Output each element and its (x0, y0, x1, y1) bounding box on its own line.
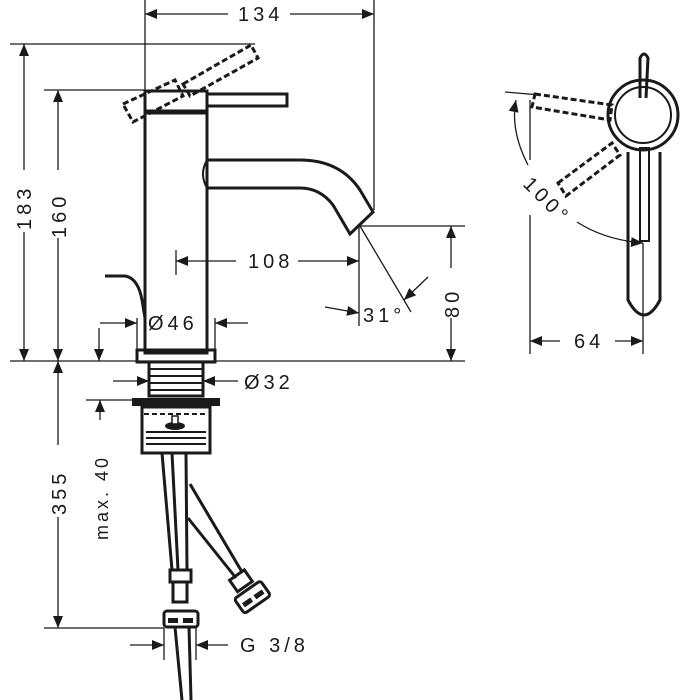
supply-hoses (160, 452, 244, 579)
dim-height-lever-raised: 183 (14, 185, 36, 230)
dim-spout-height: 80 (442, 288, 464, 318)
dim-spout-projection: 108 (248, 251, 293, 273)
pop-up-rod (105, 274, 147, 319)
dim-overall-width: 134 (238, 4, 283, 26)
lever-handle-top (626, 152, 662, 317)
dim-thread-diameter: Ø32 (244, 372, 294, 394)
hose-nut-left (162, 609, 200, 629)
dim-body-diameter: Ø46 (148, 313, 198, 335)
dim-max-thickness: max. 40 (92, 455, 112, 540)
side-view: 134 183 160 108 80 31° Ø46 Ø32 355 max. … (10, 0, 465, 700)
lever-hub-top (606, 78, 680, 152)
dim-height-body: 160 (49, 193, 71, 238)
lever-raised-outline (120, 42, 261, 125)
spout (207, 158, 375, 237)
clamp-plate (132, 398, 220, 406)
dim-spout-angle: 31° (363, 305, 405, 327)
dim-connection-thread: G 3/8 (240, 635, 309, 657)
dim-lever-rotation: 100° (518, 173, 574, 229)
hose-nut-right (227, 567, 272, 615)
fixing-nut (140, 405, 212, 455)
dim-supply-length: 355 (49, 470, 71, 515)
top-view: 100° 64 (504, 52, 680, 354)
mixer-body (143, 111, 209, 355)
lever (205, 92, 289, 108)
dim-lever-width: 64 (574, 331, 604, 353)
